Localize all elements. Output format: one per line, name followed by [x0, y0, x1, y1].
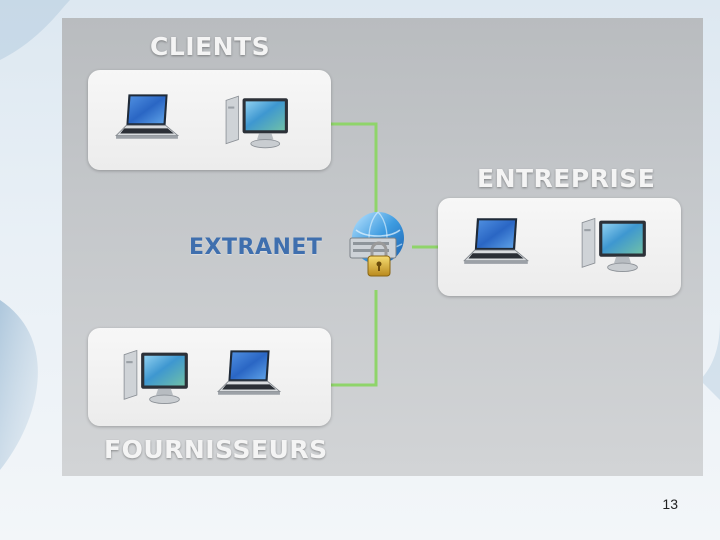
desktop-computer-icon	[224, 94, 290, 150]
globe-lock-icon	[349, 211, 404, 277]
page-number: 13	[662, 496, 678, 512]
desktop-computer-icon	[122, 348, 190, 406]
laptop-icon	[462, 214, 530, 267]
clients-label: CLIENTS	[150, 32, 271, 61]
laptop-icon	[114, 90, 180, 142]
entreprise-label: ENTREPRISE	[477, 164, 656, 193]
fournisseurs-label: FOURNISSEURS	[104, 435, 328, 464]
extranet-label: EXTRANET	[189, 235, 323, 260]
desktop-computer-icon	[580, 216, 648, 274]
laptop-icon	[216, 346, 282, 398]
